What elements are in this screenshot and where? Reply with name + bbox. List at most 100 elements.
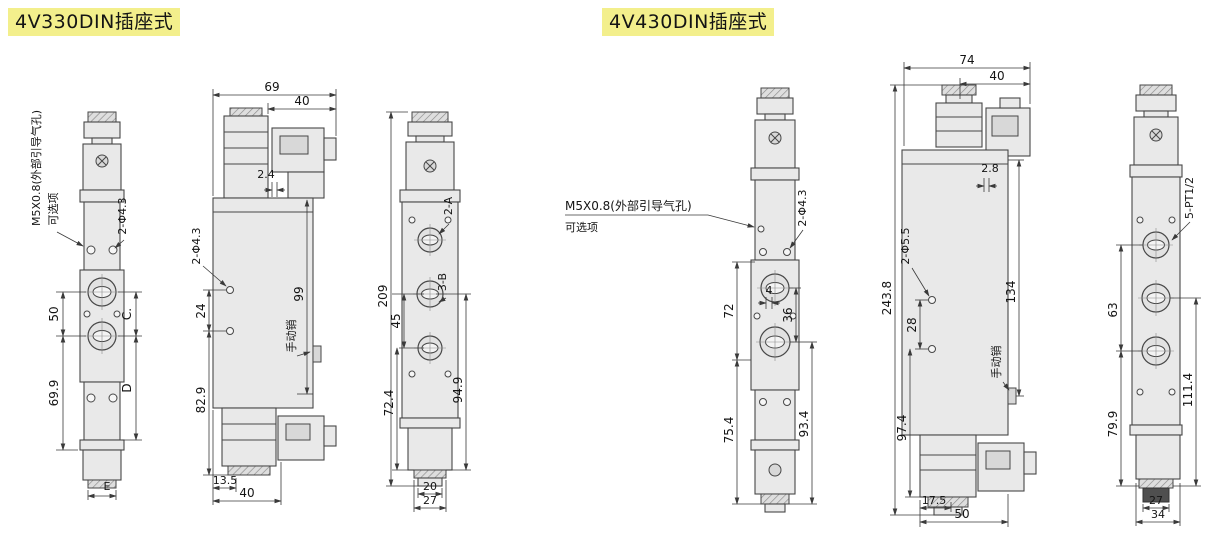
screw-slot: [770, 133, 780, 143]
flange: [750, 167, 800, 181]
dim-69: 69: [264, 80, 279, 94]
bottom-coil: [407, 427, 453, 471]
bolt-hole: [108, 393, 118, 403]
bottom-stack: [417, 477, 443, 487]
pilot-hole: [226, 327, 234, 335]
bottom-cap: [87, 479, 117, 489]
manual-pin: [1007, 387, 1017, 405]
leader-line: [1002, 381, 1010, 391]
bolt-hole: [1168, 388, 1176, 396]
top-connector: [407, 121, 453, 137]
v430-side-view: 74 40 2.8 243.8 2-Φ5.5 28 97.4: [880, 53, 1037, 527]
upper-body: [83, 201, 121, 271]
bolt-hole: [1168, 216, 1176, 224]
din-connector-inner: [985, 450, 1011, 470]
cable-gland: [323, 137, 337, 161]
bottom-cap: [227, 465, 271, 476]
leader-line: [789, 229, 804, 249]
label-manual-pin: 手动销: [284, 320, 298, 353]
dim-50: 50: [47, 306, 61, 321]
bolt-hole: [408, 216, 416, 224]
note-m5: M5X0.8(外部引导气孔): [565, 198, 692, 213]
bottom-flange: [750, 439, 800, 451]
dim-72-4: 72.4: [382, 390, 396, 417]
bolt-hole: [86, 393, 96, 403]
leader-line: [202, 265, 227, 287]
dim-24: 24: [194, 303, 208, 318]
coil: [223, 115, 269, 199]
note-m5: M5X0.8(外部引导气孔): [29, 110, 43, 226]
bolt-hole: [783, 248, 791, 256]
screw-head: [768, 463, 782, 477]
dim-209: 209: [376, 285, 390, 308]
v330-front-view: M5X0.8(外部引导气孔) 可选项 2-Φ4.3 50 69.9 C. D E: [29, 110, 142, 500]
dim-82-9: 82.9: [194, 387, 208, 414]
lower-body: [83, 381, 121, 441]
top-connector: [756, 97, 794, 115]
dim-45: 45: [389, 313, 403, 328]
v430-port-view: 5-PT1/2 63 79.9 111.4 27 34: [1106, 84, 1201, 526]
label-manual-pin: 手动销: [989, 346, 1003, 379]
top-step: [764, 113, 786, 121]
dim-72: 72: [722, 303, 736, 318]
dim-111-4: 111.4: [1181, 373, 1195, 407]
cable-gland: [999, 97, 1021, 109]
leader-line: [438, 223, 450, 235]
dim-2-8: 2.8: [981, 162, 999, 175]
leader-line: [911, 267, 930, 297]
label-holes: 2-Φ4.3: [116, 197, 129, 234]
bottom-socket: [1142, 487, 1170, 503]
bottom-flange: [1129, 424, 1183, 436]
coil-step: [945, 94, 973, 104]
dim-40-bottom: 40: [239, 486, 254, 500]
dim-97-4: 97.4: [895, 415, 909, 442]
note-optional: 可选项: [565, 221, 598, 234]
dim-13-5: 13.5: [213, 474, 238, 487]
dim-63: 63: [1106, 302, 1120, 317]
leader-line: [707, 214, 755, 228]
cable-gland: [323, 425, 337, 447]
dim-20: 20: [423, 480, 437, 493]
dim-2-4: 2.4: [257, 168, 275, 181]
dim-40: 40: [294, 94, 309, 108]
upper-body: [754, 179, 796, 261]
dim-75-4: 75.4: [722, 417, 736, 444]
dim-28: 28: [905, 317, 919, 332]
bottom-solenoid: [221, 407, 277, 467]
manual-pin: [312, 345, 322, 363]
dim-243-8: 243.8: [880, 281, 894, 315]
top-cap: [760, 87, 790, 99]
dim-27: 27: [1149, 494, 1163, 507]
bottom-flange: [79, 439, 125, 451]
connector-stem: [287, 171, 325, 199]
leader-line: [114, 239, 125, 249]
dim-93-4: 93.4: [797, 411, 811, 438]
dim-4: 4: [766, 284, 773, 297]
label-holes: 2-Φ4.3: [796, 189, 809, 226]
label-ports-pt: 5-PT1/2: [1183, 177, 1196, 219]
dim-74: 74: [959, 53, 974, 67]
title-4v330: 4V330DIN插座式: [8, 8, 181, 36]
pilot-hole: [226, 286, 234, 294]
top-cap: [411, 111, 449, 123]
v430-front-view: M5X0.8(外部引导气孔) 可选项 2-Φ4.3 72 75.4 4 36: [565, 87, 817, 513]
din-connector-inner: [285, 423, 311, 441]
dim-40: 40: [989, 69, 1004, 83]
bottom-solenoid: [919, 434, 977, 498]
dim-d: D: [120, 383, 134, 392]
flange: [1129, 164, 1183, 178]
coil: [935, 102, 983, 148]
bolt-hole: [783, 398, 791, 406]
bottom-coil: [82, 449, 122, 481]
bottom-cap: [413, 469, 447, 479]
dim-94-9: 94.9: [451, 377, 465, 404]
v330-port-view: 209 2-A 3-B 45 72.4 94.9 20 27: [376, 111, 471, 512]
screw-slot: [425, 161, 435, 171]
pilot-hole: [928, 345, 936, 353]
leader-line: [1171, 221, 1191, 241]
leader-line: [56, 231, 84, 247]
din-connector-inner: [991, 115, 1019, 137]
dim-e: E: [104, 480, 111, 493]
